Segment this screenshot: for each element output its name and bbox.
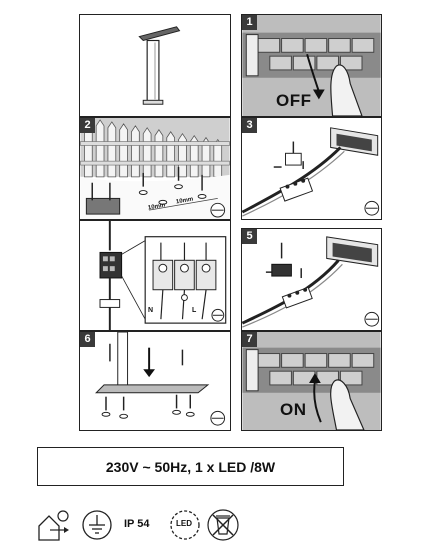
step-number: 5 — [242, 229, 257, 244]
panel-step-2: 2 10mm 10mm — [79, 117, 231, 220]
panel-step-7: 7 ON — [241, 331, 382, 431]
panel-step-1: 1 OFF — [241, 14, 382, 117]
live-terminal-label: L — [192, 307, 197, 314]
panel-step-4: N L — [79, 220, 231, 331]
outdoor-house-icon — [36, 508, 70, 542]
junction-box-illustration — [242, 127, 380, 217]
on-label: ON — [280, 400, 307, 419]
step-number: 2 — [80, 118, 95, 133]
spec-text: 230V ~ 50Hz, 1 x LED /8W — [105, 458, 276, 475]
step-number: 1 — [242, 15, 257, 30]
panel-step-5: 5 — [241, 228, 382, 331]
neutral-terminal-label: N — [148, 307, 154, 314]
ip-rating-icon: IP 54 — [124, 508, 158, 542]
junction-box-closing-illustration — [242, 236, 380, 328]
led-text: LED — [176, 519, 192, 528]
electrical-spec-box: 230V ~ 50Hz, 1 x LED /8W — [37, 447, 344, 486]
step-number: 6 — [80, 332, 95, 347]
wiring-terminal-illustration — [99, 221, 227, 330]
base-fixing-illustration — [95, 332, 226, 426]
fence-mounting-illustration — [80, 118, 230, 219]
bollard-lamp-illustration — [138, 26, 181, 105]
panel-product — [79, 14, 231, 117]
earth-ground-icon — [80, 508, 114, 542]
step-number: 3 — [242, 118, 257, 133]
ip-rating-text: IP 54 — [124, 518, 150, 530]
switch-on-illustration — [242, 332, 381, 430]
panel-step-3: 3 — [241, 117, 382, 220]
switch-off-illustration — [242, 15, 381, 116]
led-icon: LED — [168, 508, 202, 542]
off-label: OFF — [276, 91, 312, 110]
panel-step-6: 6 — [79, 331, 231, 431]
crossed-bin-icon — [206, 508, 240, 542]
step-number: 7 — [242, 332, 257, 347]
